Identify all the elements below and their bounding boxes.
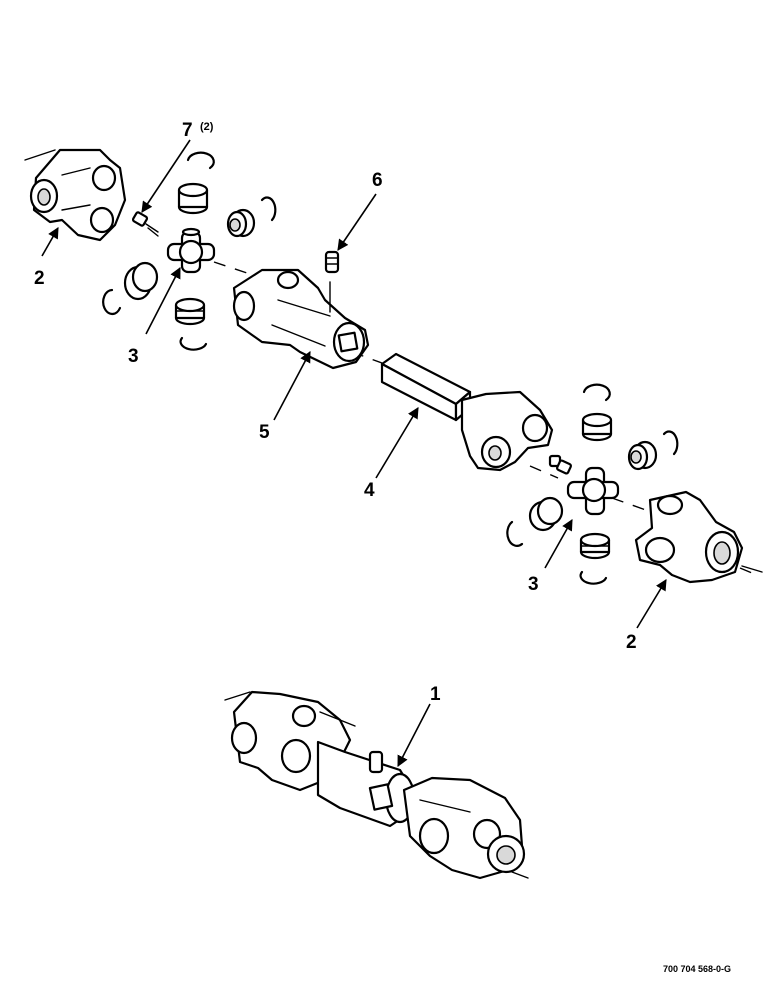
bearing-cap-lower-right [627,440,658,471]
grease-fitting-upper [131,211,159,237]
callout-2-upper: 2 [34,268,45,289]
bearing-cap-upper-top [177,182,209,215]
bearing-cap-upper-left [123,261,159,301]
universal-cross-lower [566,466,620,516]
callout-2-lower: 2 [626,632,637,653]
shaft-yoke-male [380,352,554,472]
callout-7: 7 [182,120,193,141]
callout-5: 5 [259,422,270,443]
bearing-cap-upper-bottom [174,297,206,326]
grease-fitting-tube [324,250,340,274]
circlip-lower-left [506,520,524,547]
bearing-cap-lower-left [528,496,564,532]
circlip-upper-top [186,151,215,170]
drawing-number: 700 704 568-0-G [663,964,731,974]
circlip-upper-right [260,196,277,222]
bearing-set-lower [506,383,679,585]
yoke-lower-right [634,490,763,584]
circlip-upper-bottom [179,336,208,351]
tube-yoke-female [232,268,370,370]
bearing-cap-lower-bottom [579,532,611,560]
bearing-cap-upper-right [226,208,256,238]
circlip-lower-top [582,383,611,402]
leader-arrows [41,139,667,767]
universal-cross-upper [166,227,216,274]
callout-1: 1 [430,684,441,705]
grease-fitting-lower [548,454,572,475]
bearing-cap-lower-top [581,412,613,442]
callout-3-lower: 3 [528,574,539,595]
assembled-drive-shaft [224,690,529,880]
circlip-upper-left [102,288,122,316]
callout-3-upper: 3 [128,346,139,367]
circlip-lower-bottom [579,570,608,585]
callout-7-quantity: (2) [200,121,214,133]
circlip-lower-right [662,430,679,456]
bearing-set-upper [102,151,277,351]
yoke-upper-left [24,148,127,242]
callout-4: 4 [364,480,375,501]
callout-6: 6 [372,170,383,191]
